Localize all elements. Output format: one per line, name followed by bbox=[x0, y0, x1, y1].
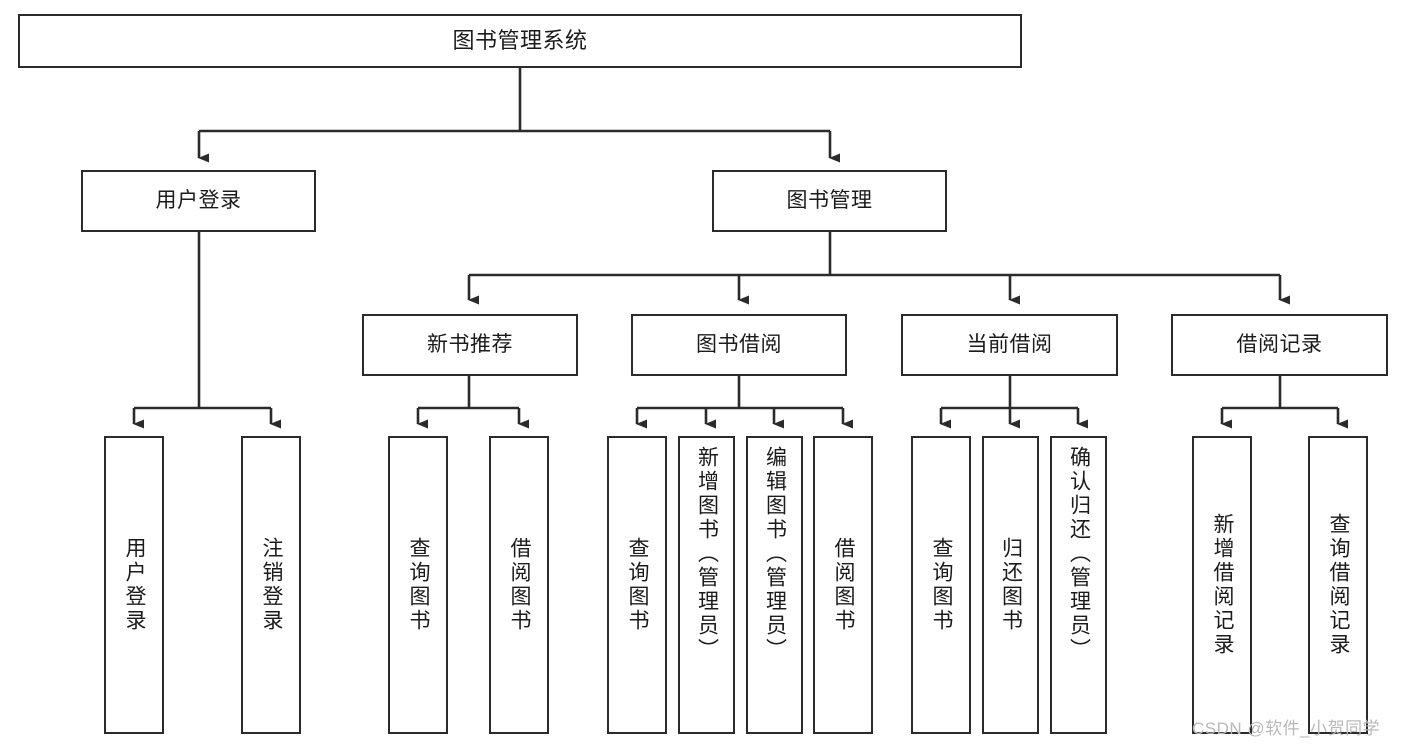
node-book-management-label: 图书管理 bbox=[786, 188, 873, 212]
node-leaf-borrow-book-2[interactable]: 借阅图书 bbox=[813, 436, 873, 734]
node-leaf-user-login-label: 用户登录 bbox=[123, 537, 147, 633]
node-book-management[interactable]: 图书管理 bbox=[712, 170, 947, 232]
node-leaf-query-record-label: 查询借阅记录 bbox=[1327, 513, 1351, 657]
node-leaf-return-book-label: 归还图书 bbox=[999, 537, 1023, 633]
node-leaf-add-book-label: 新增图书（管理员） bbox=[695, 446, 719, 662]
node-book-borrow[interactable]: 图书借阅 bbox=[631, 314, 847, 376]
node-current-borrow[interactable]: 当前借阅 bbox=[901, 314, 1118, 376]
node-leaf-borrow-book-1[interactable]: 借阅图书 bbox=[489, 436, 549, 734]
node-current-borrow-label: 当前借阅 bbox=[966, 332, 1053, 356]
node-root-label: 图书管理系统 bbox=[452, 28, 588, 54]
node-leaf-confirm-return-label: 确认归还（管理员） bbox=[1067, 446, 1091, 662]
node-leaf-borrow-book-1-label: 借阅图书 bbox=[508, 537, 532, 633]
node-leaf-confirm-return[interactable]: 确认归还（管理员） bbox=[1050, 436, 1107, 734]
node-leaf-edit-book[interactable]: 编辑图书（管理员） bbox=[746, 436, 803, 734]
node-borrow-record[interactable]: 借阅记录 bbox=[1171, 314, 1388, 376]
node-leaf-query-book-1-label: 查询图书 bbox=[407, 537, 431, 633]
node-leaf-query-book-3-label: 查询图书 bbox=[930, 537, 954, 633]
node-leaf-query-book-2[interactable]: 查询图书 bbox=[607, 436, 667, 734]
node-leaf-edit-book-label: 编辑图书（管理员） bbox=[763, 446, 787, 662]
node-leaf-query-book-2-label: 查询图书 bbox=[626, 537, 650, 633]
node-new-book-recommend[interactable]: 新书推荐 bbox=[362, 314, 578, 376]
node-leaf-add-record-label: 新增借阅记录 bbox=[1211, 513, 1235, 657]
node-borrow-record-label: 借阅记录 bbox=[1236, 332, 1323, 356]
node-leaf-query-record[interactable]: 查询借阅记录 bbox=[1308, 436, 1368, 734]
node-leaf-add-record[interactable]: 新增借阅记录 bbox=[1192, 436, 1252, 734]
node-user-login-label: 用户登录 bbox=[155, 188, 242, 212]
node-book-borrow-label: 图书借阅 bbox=[696, 332, 782, 356]
node-new-book-recommend-label: 新书推荐 bbox=[427, 332, 513, 356]
node-leaf-borrow-book-2-label: 借阅图书 bbox=[832, 537, 856, 633]
node-leaf-return-book[interactable]: 归还图书 bbox=[982, 436, 1039, 734]
csdn-watermark: CSDN @软件_小贺同学 bbox=[1192, 719, 1381, 738]
node-leaf-logout-login-label: 注销登录 bbox=[260, 537, 284, 633]
node-leaf-add-book[interactable]: 新增图书（管理员） bbox=[678, 436, 735, 734]
node-user-login[interactable]: 用户登录 bbox=[81, 170, 316, 232]
node-leaf-query-book-1[interactable]: 查询图书 bbox=[388, 436, 448, 734]
node-root[interactable]: 图书管理系统 bbox=[18, 14, 1022, 68]
node-leaf-query-book-3[interactable]: 查询图书 bbox=[911, 436, 971, 734]
node-leaf-logout-login[interactable]: 注销登录 bbox=[241, 436, 301, 734]
node-leaf-user-login[interactable]: 用户登录 bbox=[104, 436, 164, 734]
